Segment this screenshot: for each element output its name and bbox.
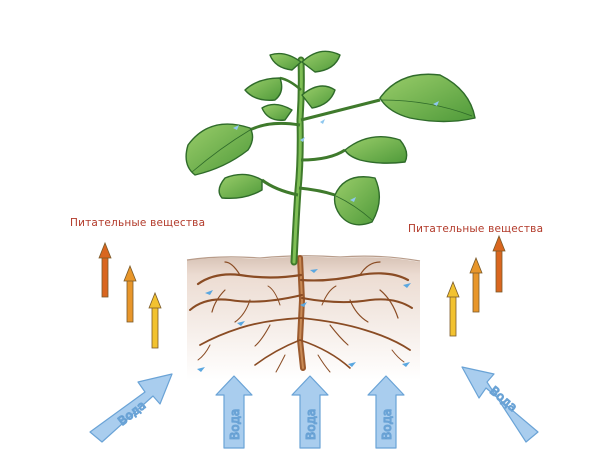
big-arrow-icon xyxy=(367,375,405,449)
droplet-icon xyxy=(402,362,410,367)
up-arrow-icon xyxy=(446,280,460,337)
droplet-icon xyxy=(433,101,439,106)
water-drops xyxy=(197,269,411,372)
droplet-icon xyxy=(237,321,245,326)
big-arrow-icon xyxy=(89,373,173,443)
water-arrow-1: Вода xyxy=(215,375,253,449)
stem xyxy=(249,56,381,266)
big-arrow-icon xyxy=(291,375,329,449)
nutrient-arrows-left xyxy=(98,241,162,349)
nutrients-label-right: Питательные вещества xyxy=(408,223,543,235)
big-arrow-icon xyxy=(461,366,539,443)
nutrients-label-left: Питательные вещества xyxy=(70,217,205,229)
droplet-icon xyxy=(310,269,318,273)
water-arrow-right: Вода xyxy=(461,366,539,443)
up-arrow-icon xyxy=(98,241,112,298)
leaf-drops xyxy=(233,101,439,202)
water-arrow-3: Вода xyxy=(367,375,405,449)
droplet-icon xyxy=(300,137,305,142)
water-label-1: Вода xyxy=(228,409,242,440)
roots xyxy=(189,255,413,373)
droplet-icon xyxy=(348,362,356,367)
water-arrow-2: Вода xyxy=(291,375,329,449)
droplet-icon xyxy=(350,197,356,202)
up-arrow-icon xyxy=(492,234,506,293)
water-label-2: Вода xyxy=(304,409,318,440)
up-arrow-icon xyxy=(469,256,483,313)
water-label-3: Вода xyxy=(380,409,394,440)
droplet-icon xyxy=(320,119,325,124)
water-arrow-left: Вода xyxy=(89,373,173,443)
droplet-icon xyxy=(205,290,213,295)
leaves xyxy=(185,50,476,226)
droplet-icon xyxy=(197,367,205,372)
droplet-icon xyxy=(300,302,307,307)
big-arrow-icon xyxy=(215,375,253,449)
water-arrows: Вода Вода Вода Вода Вода xyxy=(89,366,539,449)
nutrient-arrows-right xyxy=(446,234,506,337)
droplet-icon xyxy=(403,283,411,288)
up-arrow-icon xyxy=(148,291,162,349)
droplet-icon xyxy=(233,125,239,130)
up-arrow-icon xyxy=(123,264,137,323)
water-label-right: Вода xyxy=(487,384,520,415)
